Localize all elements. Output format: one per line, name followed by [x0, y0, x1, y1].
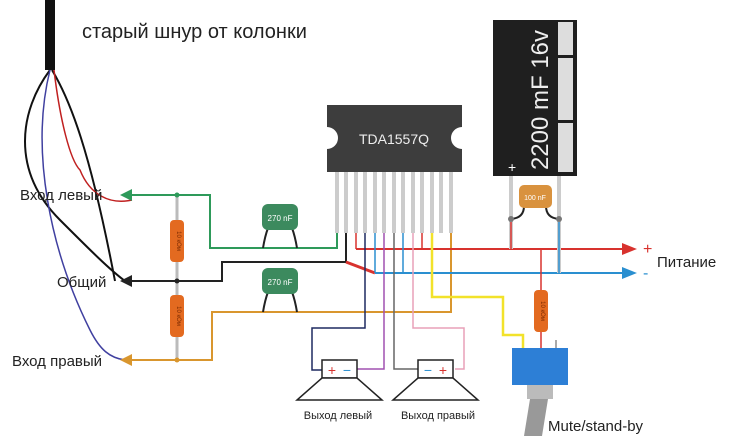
capacitor-2200mf: 2200 mF 16v +: [493, 20, 577, 273]
output-right-label: Выход правый: [401, 410, 475, 422]
svg-text:−: −: [343, 362, 351, 378]
svg-text:+: +: [439, 362, 447, 378]
svg-text:10 кОм: 10 кОм: [175, 231, 181, 251]
mute-switch[interactable]: [512, 340, 568, 436]
capacitor-100nf: 100 nF: [508, 185, 562, 222]
svg-text:270 nF: 270 nF: [268, 214, 293, 223]
mute-label: Mute/stand-by: [548, 418, 644, 435]
ic-tda1557q: TDA1557Q: [327, 105, 462, 172]
ic-pins: [335, 172, 453, 233]
resistor-1: 10 кОм: [170, 220, 184, 262]
resistor-2: 10 кОм: [170, 295, 184, 337]
speaker-right: − +: [391, 359, 480, 401]
svg-text:+: +: [508, 159, 516, 175]
svg-text:10 кОм: 10 кОм: [175, 306, 181, 326]
svg-text:270 nF: 270 nF: [268, 278, 293, 287]
svg-text:10 кОм: 10 кОм: [539, 301, 545, 321]
svg-text:−: −: [424, 362, 432, 378]
capacitor-left-270nf: 270 nF: [262, 204, 298, 249]
right-signal-wire: [125, 233, 452, 361]
mute-wire: [430, 233, 525, 348]
input-left-arrow: [120, 189, 132, 201]
power-label: Питание: [657, 254, 716, 271]
capacitor-right-270nf: 270 nF: [262, 268, 298, 313]
power-minus: -: [643, 265, 648, 282]
svg-text:2200 mF 16v: 2200 mF 16v: [527, 30, 554, 170]
output-left-label: Выход левый: [304, 410, 372, 422]
common-wire: [125, 233, 347, 282]
speaker-left: + −: [295, 359, 384, 401]
svg-text:+: +: [328, 362, 336, 378]
left-signal-wire: [125, 194, 338, 249]
power-plus: +: [643, 241, 652, 258]
title: старый шнур от колонки: [82, 21, 307, 43]
resistor-3: 10 кОм: [534, 290, 548, 332]
svg-text:100 nF: 100 nF: [524, 195, 546, 202]
speaker-cord: [24, 0, 133, 361]
common-label: Общий: [57, 274, 106, 291]
input-left-label: Вход левый: [20, 187, 102, 204]
input-right-label: Вход правый: [12, 353, 102, 370]
ic-label: TDA1557Q: [359, 131, 429, 147]
